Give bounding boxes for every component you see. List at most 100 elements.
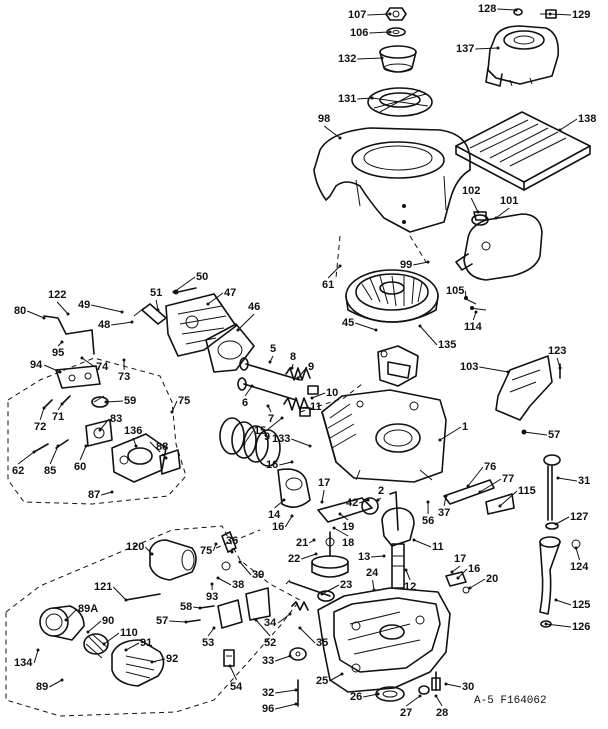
callout-leader xyxy=(237,313,255,331)
callout-leader xyxy=(239,561,252,576)
camshaft xyxy=(311,531,349,578)
callout-label: 57 xyxy=(156,615,168,627)
callout-8: 8 xyxy=(290,351,296,370)
callout-22: 22 xyxy=(288,552,318,565)
callout-12: 12 xyxy=(404,568,416,593)
callout-label: 89A xyxy=(78,603,98,615)
callout-leader xyxy=(255,619,271,637)
callout-leader xyxy=(475,47,499,50)
callout-arrow-tip xyxy=(382,554,386,558)
valve-intake xyxy=(239,357,301,381)
callout-61: 61 xyxy=(322,264,342,291)
callout-11: 11 xyxy=(412,538,444,553)
callout-leader xyxy=(497,8,517,11)
callout-arrow-tip xyxy=(494,216,498,220)
callout-93: 93 xyxy=(206,582,218,603)
callout-label: 1 xyxy=(462,421,468,433)
callout-leader xyxy=(311,392,326,399)
callout-label: 83 xyxy=(110,413,122,425)
drawing-code: A-5 F164062 xyxy=(474,695,547,707)
callout-label: 75 xyxy=(178,395,190,407)
callout-label: 122 xyxy=(48,289,66,301)
callout-80: 80 xyxy=(14,305,46,320)
callout-124: 124 xyxy=(570,546,589,573)
callout-leader xyxy=(499,490,518,507)
callout-131: 131 xyxy=(338,93,374,105)
callout-label: 87 xyxy=(88,489,100,501)
callout-label: 95 xyxy=(52,347,64,359)
callout-arrow-tip xyxy=(418,694,422,698)
cylinder-block xyxy=(321,389,447,483)
callout-arrow-tip xyxy=(288,612,292,616)
callout-leader xyxy=(329,673,343,682)
ignition-armature xyxy=(377,345,419,387)
callout-arrow-tip xyxy=(134,444,138,448)
callout-leader xyxy=(327,265,341,279)
callout-leader xyxy=(291,438,311,447)
callout-24: 24 xyxy=(366,567,379,592)
callout-leader xyxy=(81,357,96,368)
carburetor-gasket-2 xyxy=(159,449,181,475)
cylinder-head xyxy=(165,293,237,357)
engine-base-sump xyxy=(317,587,451,693)
callout-arrow-tip xyxy=(370,96,374,100)
callout-56: 56 xyxy=(422,500,434,527)
callout-leader xyxy=(405,695,421,707)
air-cleaner-filter xyxy=(83,633,109,659)
callout-71: 71 xyxy=(52,402,64,423)
callout-label: 90 xyxy=(102,615,114,627)
callout-52: 52 xyxy=(254,618,276,649)
callout-16: 16 xyxy=(266,459,294,471)
callout-leader xyxy=(359,499,369,504)
callout-leader xyxy=(371,555,385,558)
callout-arrow-tip xyxy=(376,692,380,696)
callout-label: 42 xyxy=(346,497,358,509)
breather-cover xyxy=(495,355,561,435)
callout-arrow-tip xyxy=(388,12,392,16)
callout-11: 11 xyxy=(298,401,322,413)
callout-label: 8 xyxy=(290,351,296,363)
callout-126: 126 xyxy=(544,621,590,633)
callout-45: 45 xyxy=(342,317,378,332)
callout-label: 24 xyxy=(366,567,379,579)
callout-arrow-tip xyxy=(210,582,214,586)
callout-leader xyxy=(549,13,572,16)
callout-label: 2 xyxy=(378,485,384,497)
callout-57: 57 xyxy=(156,615,188,627)
callout-35: 35 xyxy=(298,626,328,649)
callout-76: 76 xyxy=(466,461,496,488)
air-cleaner-body xyxy=(39,605,85,641)
callout-leader xyxy=(301,553,317,560)
callout-arrow-tip xyxy=(372,588,376,592)
callout-label: 114 xyxy=(464,321,483,333)
callout-arrow-tip xyxy=(86,630,90,634)
callout-arrow-tip xyxy=(290,514,294,518)
callout-label: 20 xyxy=(486,573,498,585)
callout-label: 107 xyxy=(348,9,366,21)
callout-arrow-tip xyxy=(84,444,88,448)
callout-103: 103 xyxy=(460,361,510,374)
callout-label: 133 xyxy=(272,433,290,445)
callout-arrow-tip xyxy=(556,476,560,480)
callout-77: 77 xyxy=(478,473,514,494)
callout-arrow-tip xyxy=(66,312,70,316)
callout-leader xyxy=(413,261,429,266)
callout-60: 60 xyxy=(74,444,88,473)
callout-label: 129 xyxy=(572,9,590,21)
callout-label: 134 xyxy=(14,657,33,669)
callout-label: 19 xyxy=(342,521,354,533)
callout-96: 96 xyxy=(262,702,298,715)
callout-label: 98 xyxy=(318,113,330,125)
callout-leader xyxy=(113,586,127,601)
callout-arrow-tip xyxy=(554,522,558,526)
callout-label: 75 xyxy=(200,545,212,557)
callout-arrow-tip xyxy=(496,46,500,50)
callout-arrow-tip xyxy=(102,642,106,646)
callout-62: 62 xyxy=(12,450,36,477)
callout-label: 7 xyxy=(268,413,274,425)
callout-label: 11 xyxy=(310,401,322,413)
callout-label: 49 xyxy=(78,299,90,311)
callout-label: 54 xyxy=(230,681,243,693)
callout-label: 21 xyxy=(296,537,308,549)
callout-label: 60 xyxy=(74,461,86,473)
